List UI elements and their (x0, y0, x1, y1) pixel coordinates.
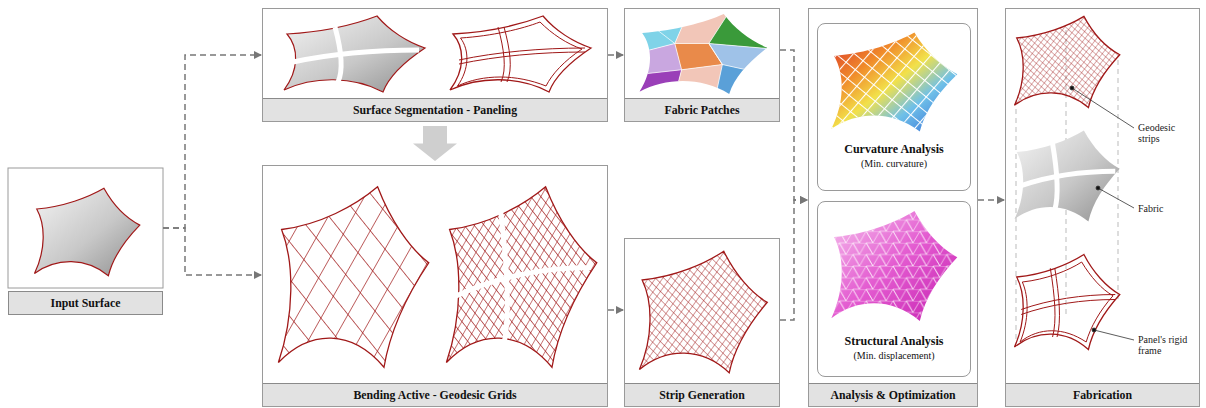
stage-panel: Strip Generation (624, 238, 780, 407)
dashed-connector (780, 50, 807, 200)
illustration-part (639, 251, 767, 373)
illustration-part (1014, 16, 1119, 107)
illustration-part (634, 12, 770, 96)
illustration-part (335, 27, 341, 82)
illustration-part (1014, 255, 1119, 350)
illustration-part (831, 211, 957, 321)
illustration-part (1070, 86, 1074, 90)
stage-label: Analysis & Optimization (809, 383, 977, 406)
illustration-part (8, 168, 163, 288)
input-node: Input Surface (8, 168, 163, 315)
illustration-part (1014, 255, 1119, 350)
illustration-part (1020, 262, 1113, 342)
illustration-part (450, 16, 591, 92)
illustration-part (293, 50, 419, 62)
dashed-connector (163, 228, 261, 275)
stage-label: Fabric Patches (625, 98, 779, 121)
text-group: Structural Analysis(Min. displacement) (820, 334, 968, 362)
illustration-part (450, 16, 591, 92)
stage-panel: Fabrication (1005, 8, 1200, 407)
illustration-part (459, 27, 585, 82)
analysis-box: Curvature Analysis(Min. curvature) (817, 23, 971, 191)
illustration-part (675, 65, 723, 97)
illustration-part (284, 16, 425, 92)
illustration-part (1021, 144, 1115, 210)
illustration-part (1096, 186, 1100, 190)
illustration-part (1014, 130, 1119, 221)
illustration-part (284, 16, 425, 92)
illustration-part (709, 12, 770, 49)
part-label: Geodesic strips (1138, 122, 1196, 144)
text-group: Curvature Analysis(Min. curvature) (820, 142, 968, 170)
illustration-part (831, 33, 957, 132)
stage-label: Surface Segmentation - Paneling (263, 98, 607, 121)
part-label: Panel's rigid frame (1138, 334, 1196, 356)
dashed-connector (608, 54, 623, 56)
illustration-part (1014, 16, 1119, 107)
dashed-connector (608, 309, 623, 311)
illustration-part (1070, 86, 1134, 340)
illustration-part (1021, 268, 1115, 337)
stage-panel: Analysis & Optimization Curvature Analysi… (808, 8, 978, 407)
illustration-part (634, 70, 682, 96)
illustration-part (831, 211, 957, 321)
illustration-part (639, 251, 767, 373)
illustration-part (1092, 328, 1096, 332)
stage-panel: Bending Active - Geodesic Grids (262, 165, 608, 407)
analysis-criterion: (Min. curvature) (820, 157, 968, 170)
illustration-part (634, 12, 770, 96)
stage-label: Strip Generation (625, 383, 779, 406)
illustration-part (1118, 60, 1119, 300)
part-label: Fabric (1138, 203, 1196, 214)
illustration-part (458, 22, 583, 86)
illustration-part (1072, 88, 1134, 128)
illustration-part (1098, 188, 1134, 208)
stage-panel: Surface Segmentation - Paneling (262, 8, 608, 122)
analysis-title: Curvature Analysis (820, 142, 968, 157)
analysis-box: Structural Analysis(Min. displacement) (817, 201, 971, 377)
illustration-part (1094, 330, 1134, 340)
illustration-part (34, 188, 139, 275)
dashed-connector (978, 199, 1004, 201)
illustration-part (634, 12, 770, 96)
illustration-part (446, 187, 596, 368)
flow-arrow (413, 126, 457, 161)
illustration-part (278, 187, 428, 368)
analysis-title: Structural Analysis (820, 334, 968, 349)
illustration-part (446, 187, 596, 368)
analysis-criterion: (Min. displacement) (820, 349, 968, 362)
stage-label: Input Surface (8, 291, 163, 315)
illustration-part (456, 213, 590, 344)
illustration-part (278, 187, 428, 368)
illustration-part (831, 33, 957, 132)
illustration-part (34, 188, 139, 275)
illustration-part (1016, 100, 1017, 340)
dashed-connector (163, 55, 261, 228)
stage-label: Fabrication (1006, 383, 1199, 406)
illustration-part (1014, 130, 1119, 221)
illustration-part (831, 211, 957, 321)
stage-panel: Fabric Patches (624, 8, 780, 122)
dashed-connector (780, 200, 807, 320)
stage-label: Bending Active - Geodesic Grids (263, 383, 607, 406)
illustration-part (831, 33, 957, 132)
